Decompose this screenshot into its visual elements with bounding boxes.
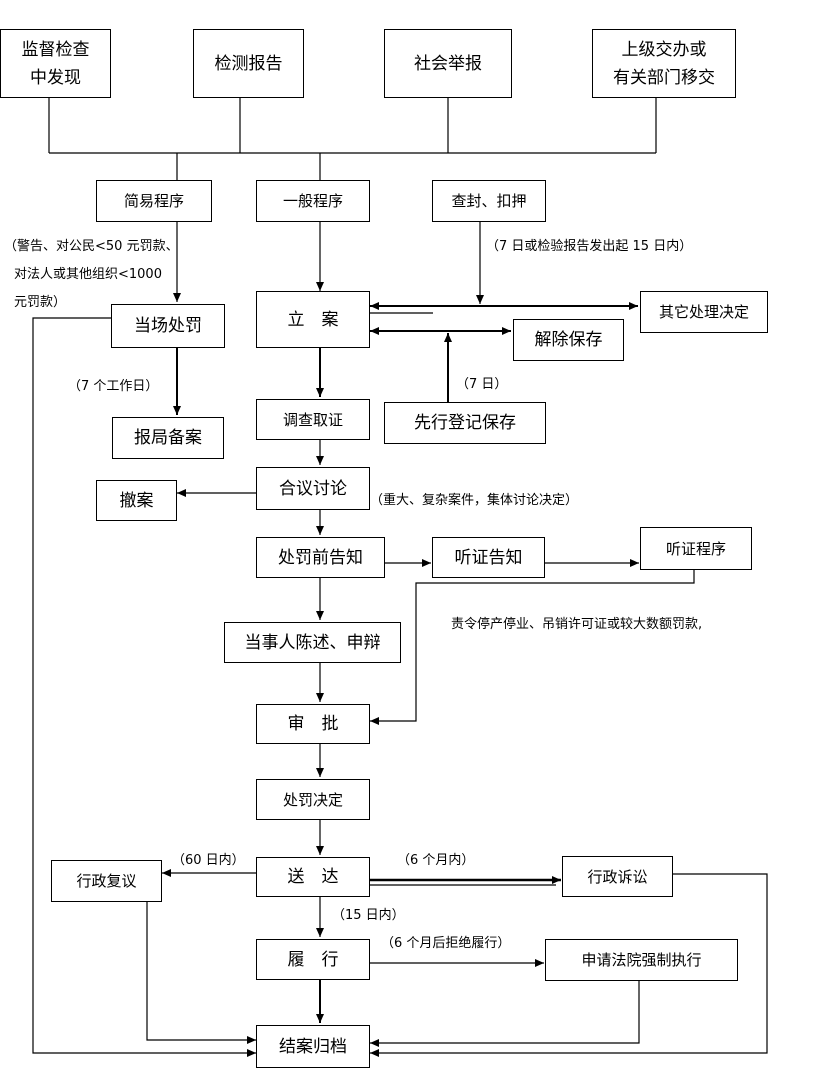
pre-penalty-notice-box: 处罚前告知 [256, 537, 385, 578]
simple-condition-line3: 元罚款） [14, 295, 67, 310]
archive-box: 结案归档 [256, 1025, 370, 1068]
collective-discussion-box: 合议讨论 [256, 467, 370, 510]
approval-box: 审 批 [256, 704, 370, 744]
filing-box: 立 案 [256, 291, 370, 348]
hearing-condition-note: 责令停产停业、吊销许可证或较大数额罚款, [451, 617, 703, 632]
perform-deadline-note: （15 日内） [332, 908, 405, 923]
litigation-deadline-note: （6 个月内） [397, 853, 475, 868]
withdraw-case-box: 撤案 [96, 480, 177, 521]
general-procedure-box: 一般程序 [256, 180, 370, 222]
perform-box: 履 行 [256, 939, 370, 980]
source-social-report: 社会举报 [384, 29, 512, 98]
collective-discussion-note: （重大、复杂案件，集体讨论决定） [370, 493, 579, 508]
source-test-report: 检测报告 [193, 29, 304, 98]
simple-procedure-box: 简易程序 [96, 180, 212, 222]
simple-condition-line2: 对法人或其他组织<1000 [14, 267, 162, 282]
court-enforcement-box: 申请法院强制执行 [545, 939, 738, 981]
hearing-procedure-box: 听证程序 [640, 527, 752, 570]
source-supervision: 监督检查 中发现 [0, 29, 111, 98]
register-preservation-box: 先行登记保存 [384, 402, 546, 444]
delivery-box: 送 达 [256, 857, 370, 897]
other-decision-box: 其它处理决定 [640, 291, 768, 333]
report-record-box: 报局备案 [112, 417, 224, 459]
hearing-notice-box: 听证告知 [432, 537, 545, 578]
investigation-box: 调查取证 [256, 399, 370, 440]
penalty-decision-box: 处罚决定 [256, 779, 370, 820]
party-statement-box: 当事人陈述、申辩 [224, 622, 401, 663]
onsite-penalty-box: 当场处罚 [111, 304, 225, 348]
source-superior: 上级交办或 有关部门移交 [592, 29, 736, 98]
admin-review-box: 行政复议 [51, 860, 162, 902]
refuse-perform-note: （6 个月后拒绝履行） [381, 936, 511, 951]
release-preservation-box: 解除保存 [513, 319, 624, 361]
register-deadline-note: （7 日） [456, 377, 508, 392]
simple-condition-line1: （警告、对公民<50 元罚款、 [4, 239, 179, 254]
seal-deadline-note: （7 日或检验报告发出起 15 日内） [486, 239, 693, 254]
seal-seize-box: 查封、扣押 [432, 180, 546, 222]
admin-litigation-box: 行政诉讼 [562, 856, 673, 897]
review-deadline-note: （60 日内） [172, 853, 245, 868]
workdays-note: （7 个工作日） [68, 379, 159, 394]
